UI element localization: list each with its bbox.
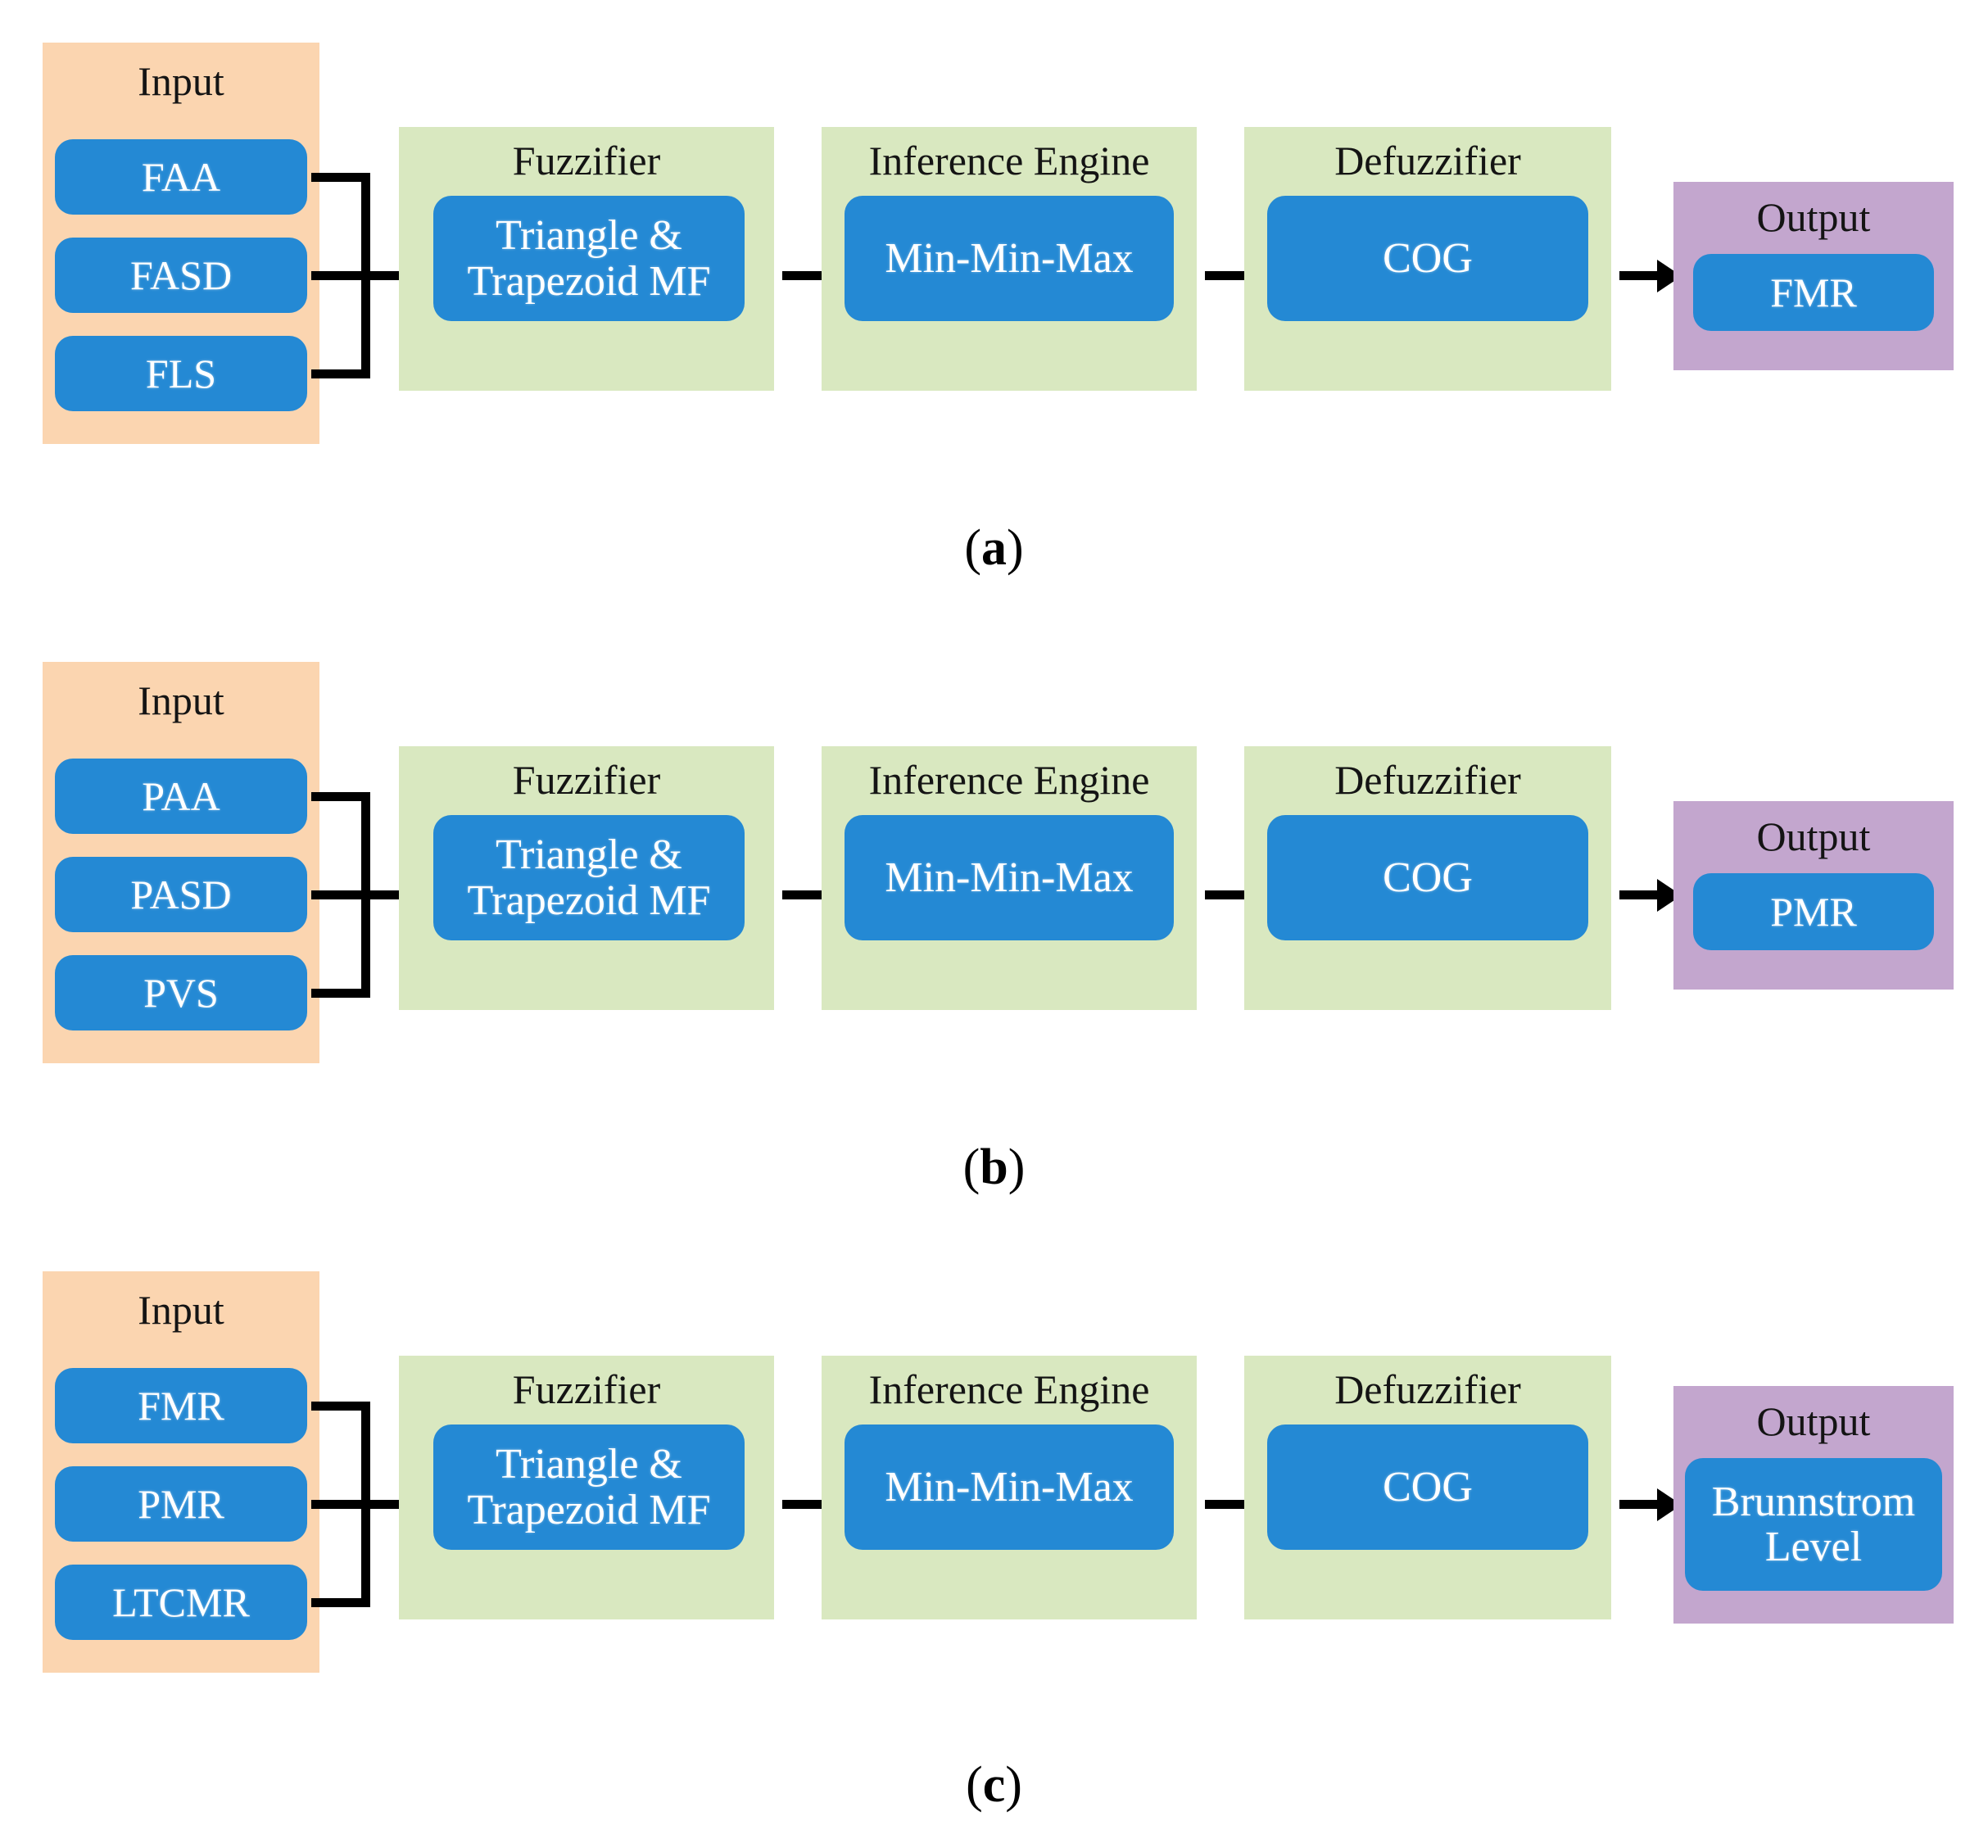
defuzzifier-group-c: Defuzzifier COG (1244, 1356, 1611, 1619)
arrow-inference-to-defuzzifier-a (1205, 271, 1262, 280)
output-node-c[interactable]: Brunnstrom Level (1685, 1458, 1942, 1591)
output-node-line1-c: Brunnstrom (1711, 1478, 1916, 1525)
panel-caption-c: (c) (0, 1760, 1988, 1810)
panel-c: Input FMR PMR LTCMR Fuzzifier Triangle &… (0, 1229, 1988, 1848)
fuzzifier-title-c: Fuzzifier (512, 1366, 661, 1412)
fuzzifier-node-b[interactable]: Triangle & Trapezoid MF (433, 815, 745, 940)
fuzzifier-group-c: Fuzzifier Triangle & Trapezoid MF (399, 1356, 774, 1619)
output-group-c: Output Brunnstrom Level (1673, 1386, 1954, 1624)
inference-title-b: Inference Engine (868, 757, 1150, 803)
defuzzifier-group-b: Defuzzifier COG (1244, 746, 1611, 1010)
inference-node-b[interactable]: Min-Min-Max (845, 815, 1174, 940)
output-group-title-c: Output (1756, 1398, 1871, 1444)
fuzzifier-title-a: Fuzzifier (512, 138, 661, 183)
arrow-inference-to-defuzzifier-c (1205, 1500, 1262, 1509)
input-node-c-1[interactable]: PMR (55, 1466, 307, 1542)
input-node-c-2[interactable]: LTCMR (55, 1565, 307, 1640)
output-group-b: Output PMR (1673, 801, 1954, 990)
fuzzifier-node-a[interactable]: Triangle & Trapezoid MF (433, 196, 745, 321)
connector-stub-c-2 (311, 1598, 370, 1607)
input-group-title-b: Input (138, 677, 224, 723)
panel-caption-a: (a) (0, 523, 1988, 573)
fuzzifier-node-line2-c: Trapezoid MF (467, 1486, 711, 1533)
defuzzifier-node-b[interactable]: COG (1267, 815, 1588, 940)
arrow-defuzzifier-to-output-a (1619, 271, 1660, 280)
inference-node-c[interactable]: Min-Min-Max (845, 1424, 1174, 1550)
fuzzifier-group-a: Fuzzifier Triangle & Trapezoid MF (399, 127, 774, 391)
input-group-b: Input PAA PASD PVS (43, 662, 319, 1063)
defuzzifier-node-c[interactable]: COG (1267, 1424, 1588, 1550)
defuzzifier-title-b: Defuzzifier (1334, 757, 1521, 803)
input-group-title-a: Input (138, 58, 224, 104)
defuzzifier-group-a: Defuzzifier COG (1244, 127, 1611, 391)
connector-stub-a-2 (311, 369, 370, 378)
input-node-a-1[interactable]: FASD (55, 238, 307, 313)
fuzzifier-node-line2-a: Trapezoid MF (467, 257, 711, 305)
connector-stub-a-0 (311, 173, 370, 182)
inference-group-b: Inference Engine Min-Min-Max (822, 746, 1197, 1010)
arrow-fuzzifier-to-inference-b (782, 890, 840, 899)
arrow-inference-to-defuzzifier-b (1205, 890, 1262, 899)
caption-close-b: ) (1008, 1139, 1026, 1195)
connector-stub-b-1 (311, 890, 370, 899)
arrow-defuzzifier-to-output-c (1619, 1500, 1660, 1509)
panel-a: Input FAA FASD FLS Fuzzifier Triangle & … (0, 0, 1988, 606)
inference-title-a: Inference Engine (868, 138, 1150, 183)
output-group-a: Output FMR (1673, 182, 1954, 370)
caption-letter-a: a (981, 520, 1007, 576)
defuzzifier-title-c: Defuzzifier (1334, 1366, 1521, 1412)
inference-group-c: Inference Engine Min-Min-Max (822, 1356, 1197, 1619)
panel-caption-b: (b) (0, 1142, 1988, 1193)
connector-stub-c-1 (311, 1500, 370, 1509)
output-group-title-a: Output (1756, 194, 1871, 240)
arrow-fuzzifier-to-inference-a (782, 271, 840, 280)
fuzzifier-node-line1-b: Triangle & (496, 831, 682, 879)
fuzzifier-node-line2-b: Trapezoid MF (467, 876, 711, 924)
input-node-c-0[interactable]: FMR (55, 1368, 307, 1443)
connector-stub-c-0 (311, 1402, 370, 1411)
input-node-b-0[interactable]: PAA (55, 759, 307, 834)
fuzzifier-group-b: Fuzzifier Triangle & Trapezoid MF (399, 746, 774, 1010)
connector-stub-a-1 (311, 271, 370, 280)
fuzzifier-title-b: Fuzzifier (512, 757, 661, 803)
input-node-b-1[interactable]: PASD (55, 857, 307, 932)
inference-group-a: Inference Engine Min-Min-Max (822, 127, 1197, 391)
connector-stub-b-2 (311, 989, 370, 998)
output-node-b[interactable]: PMR (1693, 873, 1934, 950)
input-group-a: Input FAA FASD FLS (43, 43, 319, 444)
input-node-b-2[interactable]: PVS (55, 955, 307, 1030)
arrow-fuzzifier-to-inference-c (782, 1500, 840, 1509)
inference-title-c: Inference Engine (868, 1366, 1150, 1412)
panel-b: Input PAA PASD PVS Fuzzifier Triangle & … (0, 619, 1988, 1225)
caption-close-c: ) (1005, 1757, 1022, 1813)
input-node-a-0[interactable]: FAA (55, 139, 307, 215)
arrow-defuzzifier-to-output-b (1619, 890, 1660, 899)
caption-open-a: ( (964, 520, 981, 576)
connector-stub-b-0 (311, 792, 370, 801)
arrow-input-to-fuzzifier-c (361, 1500, 422, 1509)
caption-letter-c: c (982, 1757, 1006, 1813)
caption-close-a: ) (1007, 520, 1024, 576)
output-group-title-b: Output (1756, 813, 1871, 859)
inference-node-a[interactable]: Min-Min-Max (845, 196, 1174, 321)
input-group-c: Input FMR PMR LTCMR (43, 1271, 319, 1673)
caption-letter-b: b (980, 1139, 1008, 1195)
defuzzifier-title-a: Defuzzifier (1334, 138, 1521, 183)
fuzzifier-node-line1-c: Triangle & (496, 1441, 682, 1488)
output-node-a[interactable]: FMR (1693, 254, 1934, 331)
fuzzifier-node-line1-a: Triangle & (496, 212, 682, 260)
arrow-input-to-fuzzifier-b (361, 890, 422, 899)
fuzzifier-node-c[interactable]: Triangle & Trapezoid MF (433, 1424, 745, 1550)
output-node-line2-c: Level (1764, 1524, 1863, 1570)
arrow-input-to-fuzzifier-a (361, 271, 422, 280)
input-group-title-c: Input (138, 1287, 224, 1333)
caption-open-b: ( (962, 1139, 980, 1195)
input-node-a-2[interactable]: FLS (55, 336, 307, 411)
caption-open-c: ( (966, 1757, 983, 1813)
defuzzifier-node-a[interactable]: COG (1267, 196, 1588, 321)
